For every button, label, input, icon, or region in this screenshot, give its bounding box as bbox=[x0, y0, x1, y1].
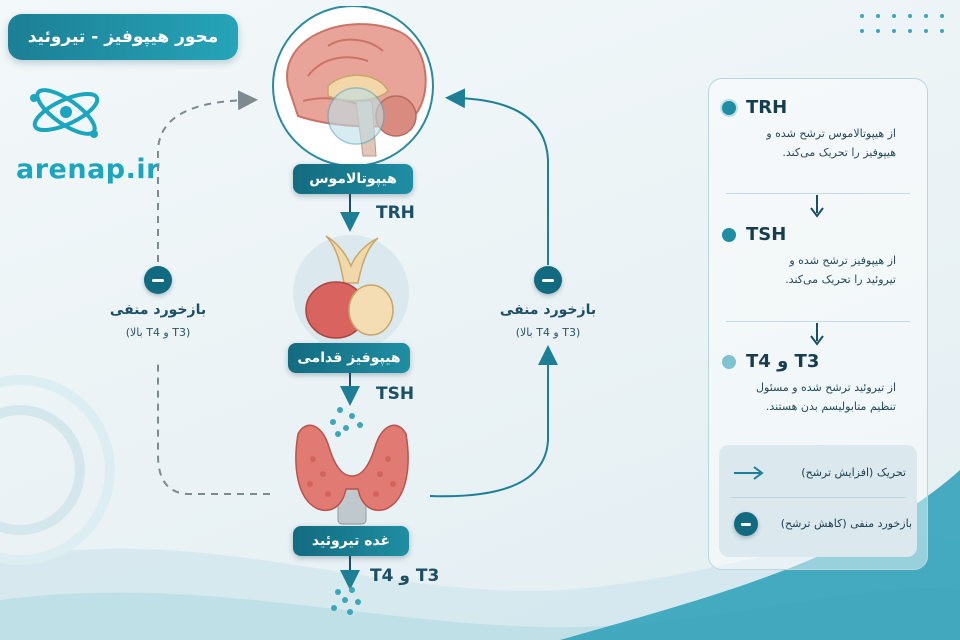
legend-inhibition-label: بازخورد منفی (کاهش ترشح) bbox=[780, 517, 912, 530]
panel-item-title: TRH bbox=[746, 97, 788, 118]
panel-item-title: TSH bbox=[746, 224, 787, 245]
panel-item-desc: از هیپوتالاموس ترشح شده و هیپوفیز را تحر… bbox=[766, 127, 896, 159]
panel-item-trh: TRH از هیپوتالاموس ترشح شده و هیپوفیز را… bbox=[722, 97, 918, 162]
down-arrow-icon bbox=[810, 195, 824, 218]
thyroid-label: غده تیروئید bbox=[293, 526, 409, 556]
down-arrow-icon bbox=[810, 323, 824, 346]
t3t4-label: T3 و T4 bbox=[370, 566, 440, 586]
right-feedback-subtitle: (T3 و T4 بالا) bbox=[515, 326, 581, 339]
left-feedback-minus-icon bbox=[144, 266, 172, 294]
atom-logo-icon bbox=[30, 88, 100, 138]
panel-divider bbox=[726, 321, 910, 322]
right-feedback-title: بازخورد منفی bbox=[499, 302, 597, 318]
trh-bullet-icon bbox=[722, 100, 736, 115]
hypothalamus-label: هیپوتالاموس bbox=[293, 164, 413, 194]
thyroid-illustration bbox=[295, 424, 409, 525]
right-feedback-minus-icon bbox=[534, 266, 562, 294]
trh-label: TRH bbox=[376, 203, 415, 223]
left-feedback-title: بازخورد منفی bbox=[109, 302, 207, 318]
stimulation-arrow-icon bbox=[734, 466, 764, 480]
legend-stimulation-label: تحریک (افزایش ترشح) bbox=[801, 466, 906, 479]
panel-item-t3t4: T3 و T4 از تیروئید ترشح شده و مسئول تنظی… bbox=[722, 351, 918, 416]
panel-item-desc: از هیپوفیز ترشح شده و تیروئید را تحریک م… bbox=[785, 254, 896, 286]
pituitary-illustration bbox=[293, 235, 409, 346]
left-feedback-subtitle: (T3 و T4 بالا) bbox=[125, 326, 191, 339]
logo-text: arenap.ir bbox=[16, 154, 160, 185]
legend-minus-icon bbox=[734, 512, 758, 536]
right-feedback-arrow bbox=[429, 345, 558, 498]
left-feedback-top-arrow bbox=[157, 90, 258, 262]
legend bbox=[719, 445, 917, 557]
panel-item-title: T3 و T4 bbox=[746, 351, 820, 372]
brain-illustration bbox=[272, 6, 434, 167]
panel-divider bbox=[726, 193, 910, 194]
panel-item-desc: از تیروئید ترشح شده و مسئول تنظیم متابول… bbox=[756, 381, 896, 413]
tsh-bullet-icon bbox=[722, 227, 736, 242]
tsh-label: TSH bbox=[376, 384, 415, 404]
left-feedback-arrow bbox=[157, 360, 270, 495]
legend-divider bbox=[730, 497, 906, 498]
panel-item-tsh: TSH از هیپوفیز ترشح شده و تیروئید را تحر… bbox=[722, 224, 918, 289]
t3t4-bullet-icon bbox=[722, 354, 736, 369]
page-title: محور هیپوفیز - تیروئید bbox=[8, 14, 238, 60]
right-feedback-top-arrow bbox=[445, 88, 549, 265]
pituitary-label: هیپوفیز قدامی bbox=[288, 343, 410, 373]
